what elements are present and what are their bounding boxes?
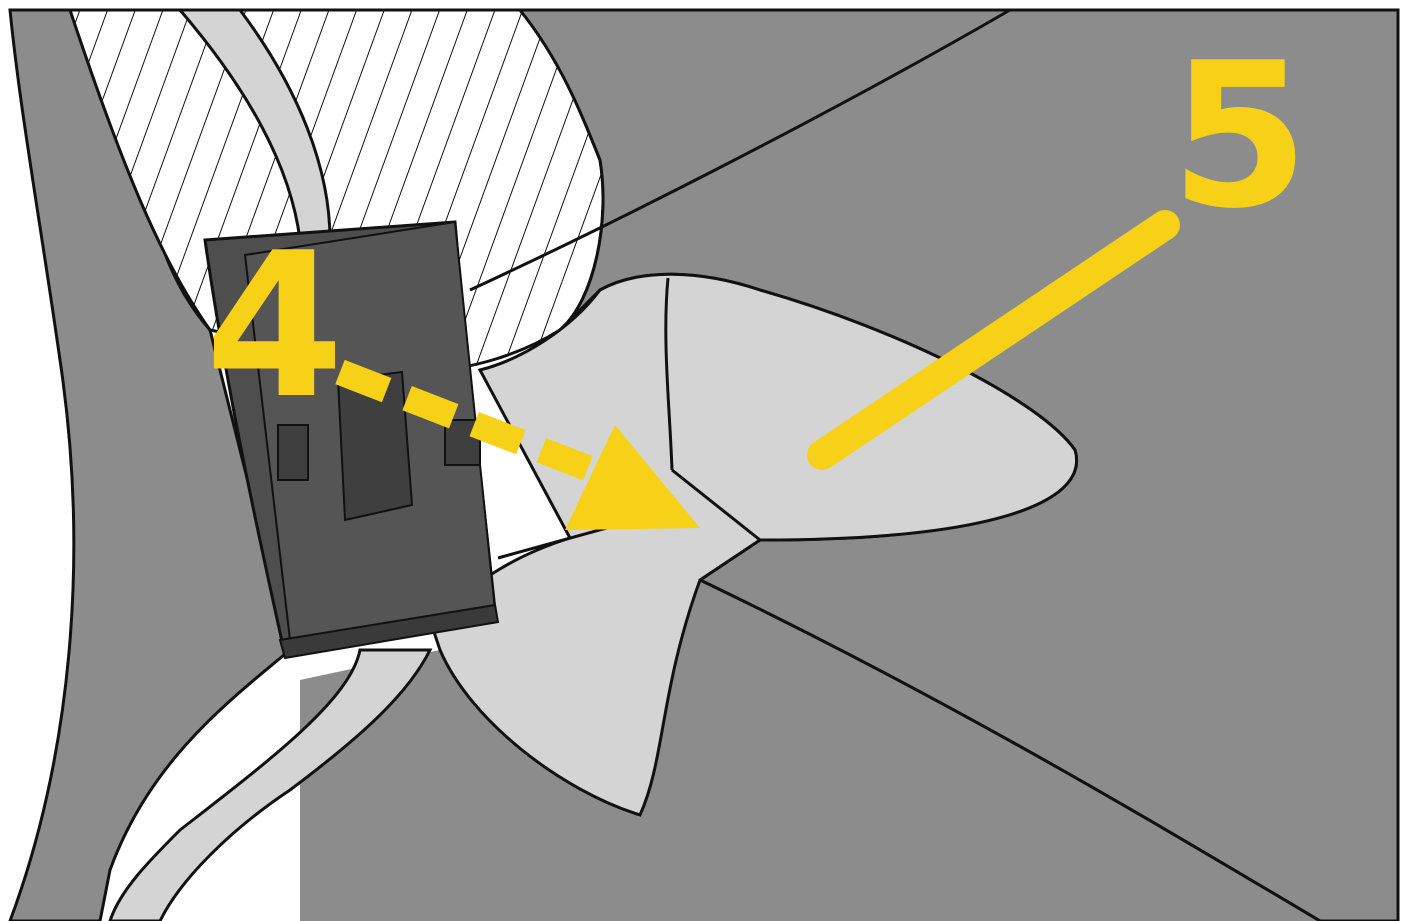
callout-label-4: 4 — [205, 210, 344, 443]
callout-label-5: 5 — [1170, 20, 1309, 253]
